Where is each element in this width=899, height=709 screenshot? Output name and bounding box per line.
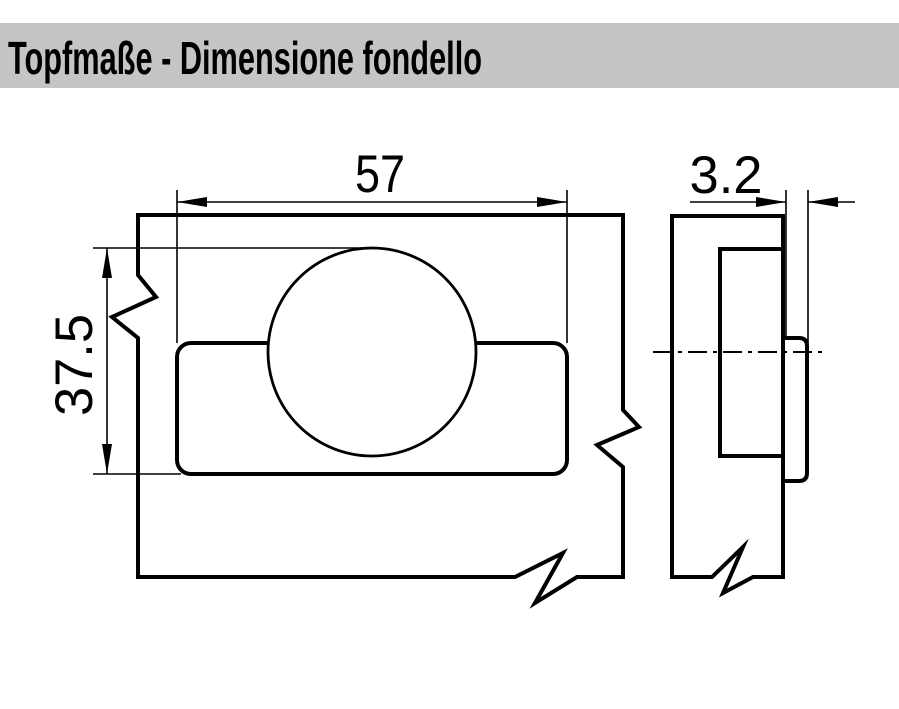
- side-view: 3.2: [653, 146, 855, 598]
- lip-arrow-left-icon: [756, 197, 786, 207]
- lip-dimension-label: 3.2: [690, 146, 763, 205]
- width-dimension-label: 57: [355, 145, 405, 204]
- front-view-panel: [108, 213, 643, 609]
- height-dimension-label: 37.5: [45, 314, 104, 416]
- header-bar: [0, 23, 899, 88]
- page-title: Topfmaße - Dimensione fondello: [8, 32, 482, 84]
- width-arrow-left-icon: [177, 197, 207, 207]
- lip-arrow-right-icon: [808, 197, 838, 207]
- hinge-cup-circle: [266, 246, 478, 458]
- front-view: 57 37.5: [45, 145, 643, 609]
- width-arrow-right-icon: [537, 197, 567, 207]
- cup-lip: [781, 336, 809, 483]
- height-arrow-top-icon: [102, 248, 112, 278]
- height-arrow-bottom-icon: [102, 444, 112, 474]
